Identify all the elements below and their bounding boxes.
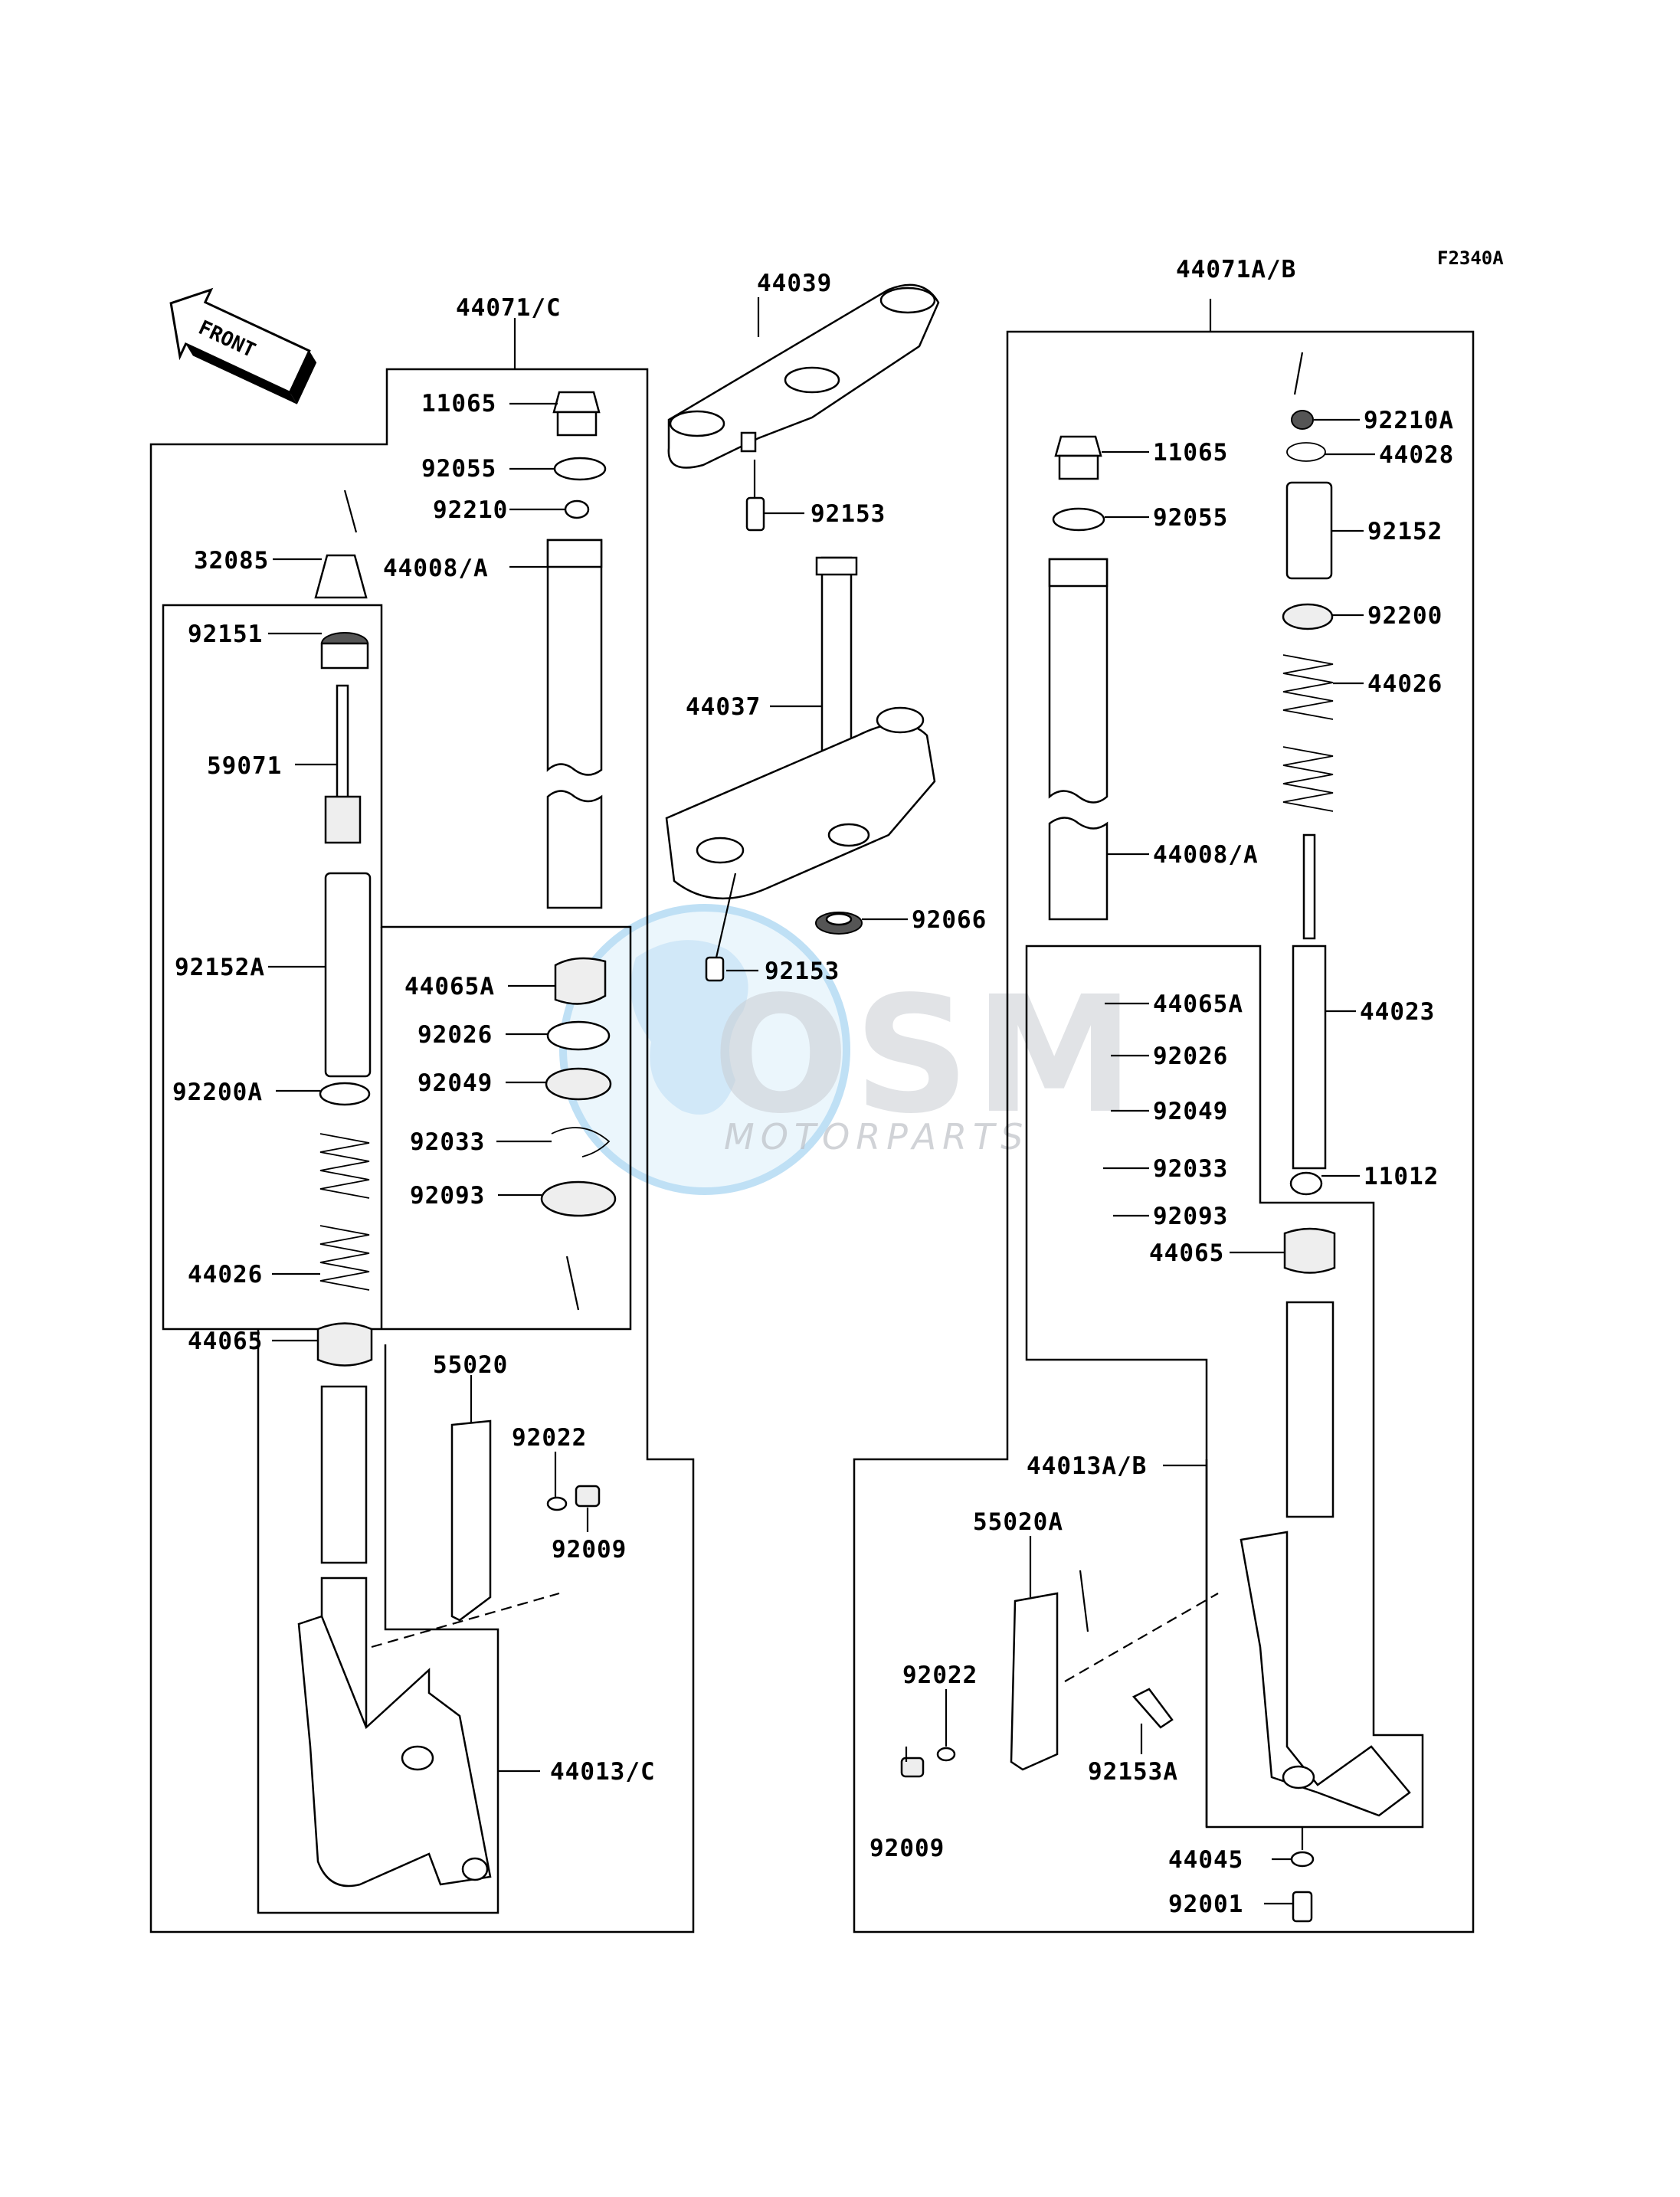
label-44045: 44045 — [1168, 1846, 1243, 1874]
label-92153a: 92153A — [1088, 1758, 1178, 1786]
steering-stem-part — [665, 556, 936, 982]
label-92200a: 92200A — [172, 1079, 263, 1106]
label-92210: 92210 — [433, 496, 508, 524]
label-44008a-right: 44008/A — [1153, 841, 1259, 869]
label-55020a: 55020A — [973, 1508, 1063, 1536]
label-92055-right: 92055 — [1153, 504, 1228, 532]
label-44065a-right: 44065A — [1153, 990, 1243, 1018]
label-92153-mid: 92153 — [765, 958, 840, 985]
diagram-code: F2340A — [1437, 247, 1504, 269]
watermark-subtext: MOTORPARTS — [724, 1116, 1029, 1157]
leader-lines — [268, 297, 1375, 1905]
label-92152: 92152 — [1367, 518, 1443, 545]
label-92055-left: 92055 — [421, 455, 496, 483]
label-11065-right: 11065 — [1153, 439, 1228, 467]
label-92153-top: 92153 — [811, 500, 886, 528]
label-92093-right: 92093 — [1153, 1203, 1228, 1230]
part-labels: 44071/C 44039 44071A/B 11065 92055 92210… — [172, 256, 1454, 1918]
label-44065a-left: 44065A — [404, 973, 495, 1000]
top-bracket-part — [667, 283, 940, 532]
label-44039: 44039 — [757, 270, 832, 297]
label-92033-right: 92033 — [1153, 1155, 1228, 1183]
label-92151: 92151 — [188, 620, 263, 648]
label-92049-right: 92049 — [1153, 1098, 1228, 1125]
label-44037: 44037 — [686, 693, 761, 721]
left-inner-boundary — [162, 604, 632, 1331]
label-92009-right: 92009 — [869, 1835, 945, 1862]
label-44013a-b: 44013A/B — [1027, 1452, 1147, 1480]
label-92152a: 92152A — [175, 954, 265, 981]
label-44013-c: 44013/C — [550, 1758, 656, 1786]
front-arrow-icon: FRONT — [169, 287, 317, 404]
left-fork-parts — [297, 391, 617, 1888]
boundary-lines — [149, 330, 1475, 1933]
label-44026-right: 44026 — [1367, 670, 1443, 698]
label-92093-left: 92093 — [410, 1182, 485, 1210]
label-59071: 59071 — [207, 752, 282, 780]
label-44028: 44028 — [1379, 441, 1454, 469]
label-44026-left: 44026 — [188, 1261, 263, 1288]
label-92066: 92066 — [912, 906, 987, 934]
label-44071a-b: 44071A/B — [1176, 256, 1296, 283]
label-11065-left: 11065 — [421, 390, 496, 417]
label-44023: 44023 — [1360, 998, 1435, 1026]
label-11012: 11012 — [1364, 1163, 1439, 1190]
label-92033-left: 92033 — [410, 1128, 485, 1156]
watermark-logo: OSM — [712, 961, 1139, 1149]
label-92049-left: 92049 — [418, 1069, 493, 1097]
label-92026-left: 92026 — [418, 1021, 493, 1049]
watermark: OSM MOTORPARTS — [559, 904, 1139, 1195]
label-92009-left: 92009 — [552, 1536, 627, 1563]
label-44065-left: 44065 — [188, 1328, 263, 1355]
label-92200: 92200 — [1367, 602, 1443, 630]
label-44008a-left: 44008/A — [383, 555, 489, 582]
right-assembly-boundary — [853, 330, 1475, 1933]
label-92001: 92001 — [1168, 1891, 1243, 1918]
right-inner-boundary — [1025, 945, 1424, 1829]
label-92022-right: 92022 — [902, 1662, 978, 1689]
left-assembly-boundary — [149, 368, 695, 1933]
right-fork-parts — [900, 352, 1411, 1923]
label-92026-right: 92026 — [1153, 1043, 1228, 1070]
label-32085: 32085 — [194, 547, 269, 575]
watermark-continent-shape — [630, 940, 748, 1115]
label-55020: 55020 — [433, 1351, 508, 1379]
label-92210a: 92210A — [1364, 407, 1454, 434]
label-44065-right: 44065 — [1149, 1239, 1224, 1267]
label-44071-c: 44071/C — [456, 294, 562, 322]
label-92022-left: 92022 — [512, 1424, 587, 1452]
